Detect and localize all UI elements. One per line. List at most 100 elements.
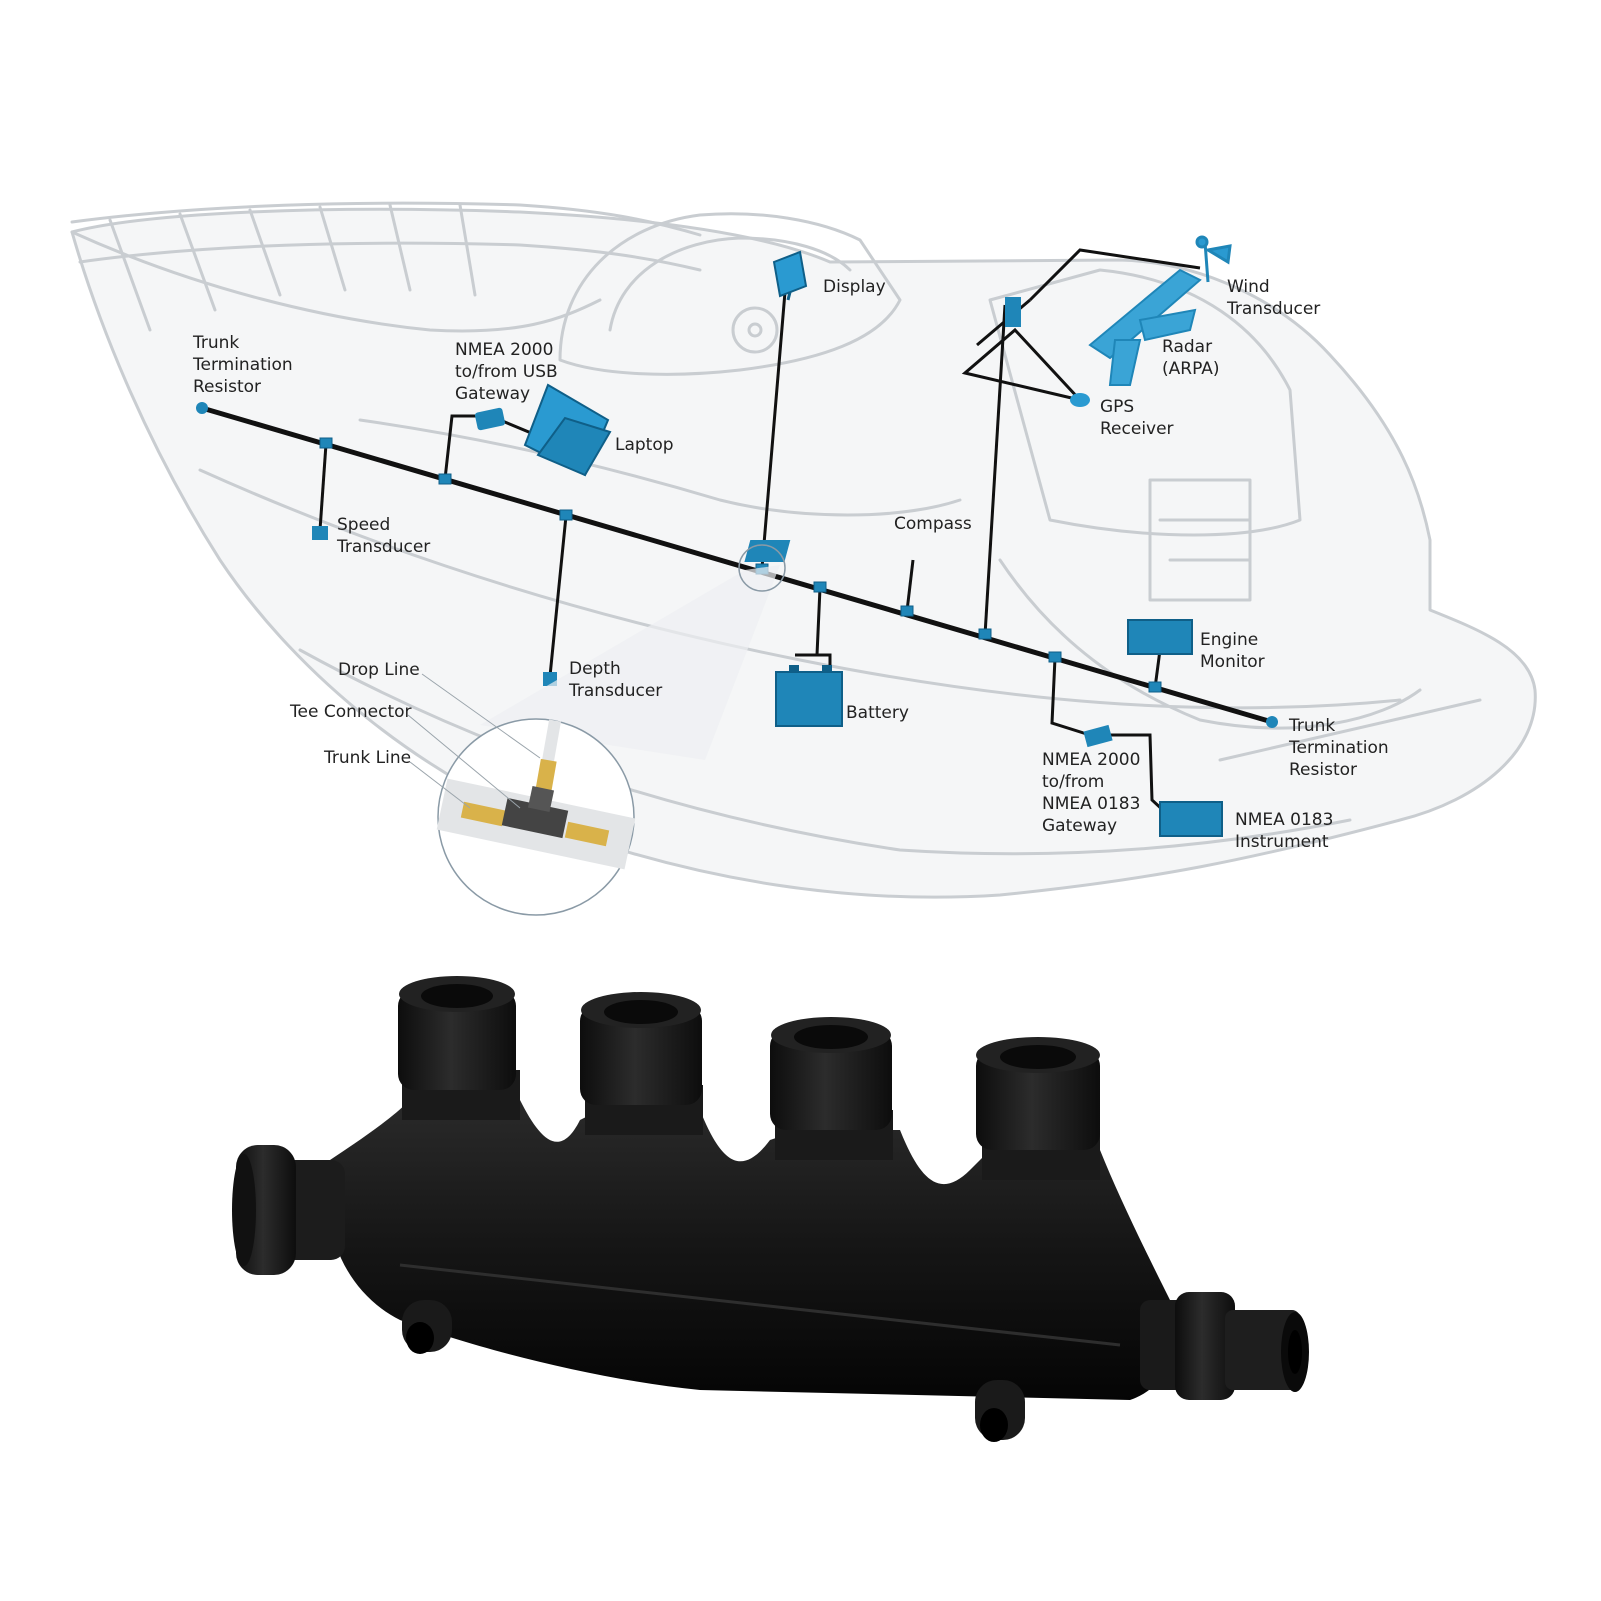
label-line: Monitor — [1200, 652, 1265, 672]
mount-peg-left-hole — [406, 1322, 434, 1354]
arch-drop-vertical — [983, 304, 1007, 636]
manifold-body — [330, 1100, 1190, 1400]
rail-post-2 — [178, 212, 217, 312]
tee-2 — [438, 473, 452, 485]
manifold-ridges — [399, 1263, 1121, 1347]
radar-pedestal — [1108, 339, 1142, 386]
label-drop-line: Drop Line — [338, 660, 420, 680]
tee-8 — [1048, 651, 1062, 663]
trunk-line — [199, 405, 1275, 725]
wind-vane-icon — [1195, 235, 1232, 283]
port-4-cap — [976, 1050, 1100, 1150]
gps-dome-icon — [1070, 393, 1090, 407]
label-laptop: Laptop — [615, 435, 674, 455]
label-line: Trunk Line — [323, 748, 411, 768]
tee-7 — [978, 628, 992, 640]
swim-platform — [1218, 698, 1482, 762]
label-line: Battery — [846, 703, 909, 723]
arch-line-1 — [1028, 248, 1201, 302]
display-icon — [772, 250, 808, 301]
helm-hub — [747, 322, 763, 338]
label-line: Receiver — [1100, 419, 1174, 439]
termination-resistor-left — [196, 402, 208, 414]
port-2 — [580, 992, 703, 1135]
deck-line — [70, 230, 602, 333]
rail-post-1 — [108, 218, 152, 332]
label-line: Resistor — [1289, 760, 1357, 780]
termination-resistor-right — [1266, 716, 1278, 728]
label-line: Transducer — [1226, 299, 1320, 319]
label-line: Drop Line — [338, 660, 420, 680]
laptop-icon — [523, 383, 612, 477]
label-battery: Battery — [846, 703, 909, 723]
cabin-outline — [558, 212, 902, 376]
zoom-pointers — [407, 673, 541, 809]
nmea0183-instrument-device — [1159, 801, 1223, 837]
port-4 — [976, 1037, 1100, 1180]
usb-gateway-device — [474, 407, 506, 431]
label-line: to/from USB — [455, 362, 558, 382]
label-line: Instrument — [1235, 832, 1329, 852]
zoom-tee-stem — [527, 785, 555, 813]
drop-display — [760, 291, 787, 569]
rail-post-4 — [318, 205, 347, 292]
battery-body — [775, 671, 843, 727]
label-line: NMEA 2000 — [1042, 750, 1140, 770]
label-line: NMEA 0183 — [1042, 794, 1140, 814]
right-nut — [1175, 1292, 1235, 1400]
label-line: Depth — [569, 659, 621, 679]
bow-rail — [70, 201, 702, 237]
port-3-cap — [770, 1030, 892, 1130]
arch-wiring — [961, 248, 1201, 636]
battery-icon — [775, 665, 843, 727]
label-line: to/from — [1042, 772, 1104, 792]
label-line: Trunk — [192, 333, 239, 353]
drop-speed — [318, 443, 328, 531]
bow-rail-lower — [78, 241, 702, 272]
wind-mast — [1203, 241, 1210, 283]
drop-lines — [318, 291, 1167, 814]
hull-chine-line — [298, 648, 1352, 856]
port-3 — [770, 1017, 893, 1160]
speed-transducer-device — [312, 526, 328, 540]
battery-terminal-pos — [822, 665, 832, 673]
rail-post-6 — [458, 203, 477, 297]
radar-icon — [1088, 268, 1202, 386]
label-line: Termination — [192, 355, 293, 375]
display-screen — [772, 250, 808, 298]
drop-depth — [548, 515, 568, 677]
rail-post-3 — [248, 208, 282, 297]
label-line: Tee Connector — [289, 702, 412, 722]
zoom-left-connector — [460, 801, 506, 827]
label-trunk-line: Trunk Line — [323, 748, 411, 768]
label-line: Trunk — [1288, 716, 1335, 736]
label-line: Gateway — [1042, 816, 1117, 836]
right-thread — [1225, 1310, 1300, 1390]
label-line: Engine — [1200, 630, 1258, 650]
port-3-socket — [794, 1025, 868, 1049]
label-line: (ARPA) — [1162, 359, 1220, 379]
label-line: Transducer — [568, 681, 662, 701]
pointer-trunk-line — [409, 761, 471, 809]
label-line: Gateway — [455, 384, 530, 404]
label-line: Resistor — [193, 377, 261, 397]
arch-line-3 — [961, 327, 1085, 403]
right-male-connector — [1140, 1292, 1309, 1400]
label-display: Display — [823, 277, 886, 297]
tee-3 — [559, 509, 573, 521]
label-line: Speed — [337, 515, 390, 535]
label-line: NMEA 2000 — [455, 340, 553, 360]
engine-monitor-device — [1127, 619, 1193, 655]
hull-sheer-line — [198, 468, 1402, 710]
